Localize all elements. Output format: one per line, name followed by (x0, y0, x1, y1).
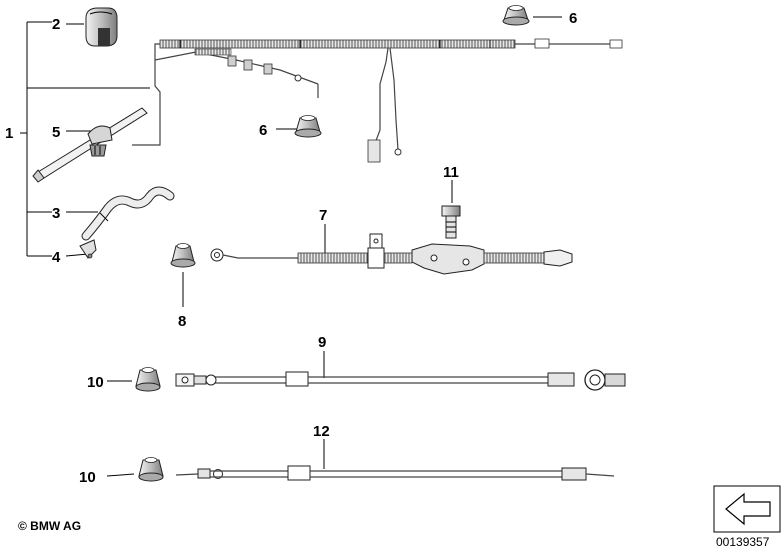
cable-strap-part (32, 107, 148, 183)
callout-10-upper: 10 (87, 374, 104, 391)
elbow-part (79, 239, 97, 259)
callout-6-top: 6 (569, 10, 577, 27)
callout-7: 7 (319, 207, 327, 224)
callout-2: 2 (52, 16, 60, 33)
group-bracket (20, 21, 150, 257)
callout-1: 1 (5, 125, 13, 142)
bolt-part (441, 205, 461, 239)
nut-part (294, 115, 322, 138)
callout-4: 4 (52, 249, 61, 266)
callout-8: 8 (178, 313, 186, 330)
callout-6-middle: 6 (259, 122, 267, 139)
hose-part (81, 186, 175, 241)
callout-9: 9 (318, 334, 326, 351)
image-number: 00139357 (716, 535, 770, 549)
leader-lines (65, 16, 562, 477)
main-wiring-harness (132, 38, 623, 163)
positive-cable-part (175, 369, 626, 391)
rubber-cap-part (85, 7, 118, 47)
callout-12: 12 (313, 423, 330, 440)
callout-3: 3 (52, 205, 60, 222)
callout-5: 5 (52, 124, 60, 141)
battery-cable-part (210, 233, 573, 275)
nut-part (502, 5, 530, 26)
sensor-cable-part (175, 465, 615, 481)
callout-10-lower: 10 (79, 469, 96, 486)
left-arrow-icon[interactable] (713, 485, 781, 533)
copyright-text: © BMW AG (18, 519, 81, 533)
nut-part (138, 457, 164, 482)
nut-part (170, 243, 196, 268)
nut-part (135, 367, 161, 392)
callout-11: 11 (443, 164, 459, 181)
